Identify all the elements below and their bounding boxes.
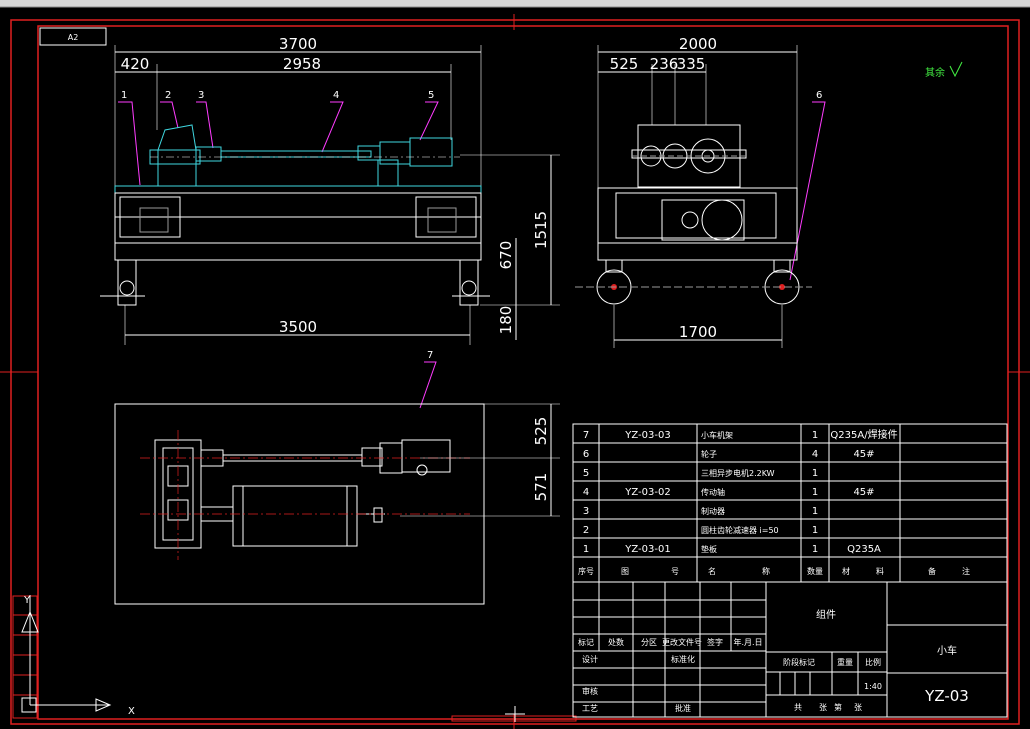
- drawing-number: YZ-03: [924, 687, 969, 705]
- balloon-2: 2: [165, 90, 171, 101]
- bom-row-code: YZ-03-03: [624, 430, 670, 441]
- bom-row-no: 2: [583, 525, 589, 536]
- bom-row-material: 45#: [853, 449, 874, 460]
- rev-col-zone: 分区: [641, 638, 657, 647]
- title-group: 组件: [816, 608, 836, 621]
- side-view: 2000 525 236 335 6 1700: [575, 35, 826, 348]
- rev-col-count: 处数: [608, 637, 624, 647]
- role-process: 工艺: [582, 704, 598, 713]
- bom-row-no: 4: [583, 487, 589, 498]
- bom-row-qty: 1: [812, 487, 818, 498]
- weight-label: 重量: [837, 657, 853, 667]
- bom-row-no: 5: [583, 468, 589, 479]
- balloon-3: 3: [198, 90, 204, 101]
- sheet-count-d: 张: [854, 703, 862, 712]
- stage-mark-label: 阶段标记: [783, 657, 815, 667]
- bom-row-no: 1: [583, 544, 589, 555]
- dim-side-d2: 236: [650, 55, 679, 73]
- bom-header-qty: 数量: [807, 566, 823, 576]
- sheet-count-b: 张: [819, 703, 827, 712]
- ucs-x-label: X: [128, 706, 135, 717]
- sheet-border: [0, 14, 1030, 729]
- dim-span: 2958: [283, 55, 321, 73]
- role-approve: 批准: [675, 703, 691, 713]
- balloon-6: 6: [816, 90, 822, 101]
- bom-row-qty: 1: [812, 506, 818, 517]
- bom-row-name: 圆柱齿轮减速器 i=50: [701, 525, 779, 535]
- bom-row-name: 垫板: [701, 544, 717, 554]
- crosshair-cursor: [505, 706, 525, 722]
- rev-col-mark: 标记: [578, 637, 594, 647]
- bom-row-no: 3: [583, 506, 589, 517]
- sheet-size-tag: [39, 27, 107, 46]
- dim-track: 1700: [679, 323, 717, 341]
- bom-row-name: 轮子: [701, 449, 717, 459]
- dim-left-offset: 420: [121, 55, 150, 73]
- scale-label: 比例: [865, 657, 881, 667]
- bom-table: 7 YZ-03-03 小车机架 1 Q235A/焊接件 6 轮子 4 45# 5…: [572, 423, 1008, 583]
- bom-row-code: YZ-03-02: [624, 487, 670, 498]
- bom-header-material: 材: [842, 566, 850, 576]
- ucs-y-label: Y: [23, 595, 31, 606]
- bom-row-name: 小车机架: [701, 430, 733, 440]
- bom-header-name: 称: [762, 566, 770, 576]
- bom-row-material: 45#: [853, 487, 874, 498]
- front-view: 3700 420 2958 1 2 3 4 5: [100, 35, 560, 345]
- toolbar-strip: [0, 0, 1030, 7]
- bom-row-name: 传动轴: [701, 487, 725, 497]
- bom-row-qty: 1: [812, 544, 818, 555]
- plan-view: 7 525 571: [114, 350, 560, 605]
- bom-header-name: 名: [708, 566, 716, 576]
- role-design: 设计: [582, 654, 598, 664]
- rev-col-doc: 更改文件号: [662, 637, 702, 647]
- bom-header-code: 图: [621, 567, 629, 576]
- balloon-5: 5: [428, 90, 434, 101]
- left-strip: [12, 595, 38, 719]
- ucs-icon: Y X: [21, 595, 135, 717]
- bom-header-no: 序号: [578, 566, 594, 576]
- bom-row-qty: 4: [812, 449, 818, 460]
- sheet-size-label: A2: [68, 33, 79, 42]
- bom-row-material: Q235A/焊接件: [830, 428, 897, 441]
- dim-mid-height: 670: [497, 241, 515, 270]
- dim-base-height: 180: [497, 306, 515, 335]
- product-name: 小车: [937, 644, 957, 657]
- role-standard: 标准化: [671, 654, 695, 664]
- bom-row-qty: 1: [812, 525, 818, 536]
- bom-header-material: 料: [876, 566, 884, 576]
- title-block: 标记 处数 分区 更改文件号 签字 年.月.日 设计 标准化 审核 工艺 批准 …: [572, 581, 1008, 718]
- dim-plan-lower: 571: [532, 473, 550, 502]
- scale-value: 1:40: [864, 682, 882, 691]
- dim-wheel-base: 3500: [279, 318, 317, 336]
- bom-header-note: 注: [962, 566, 970, 576]
- bom-header-code: 号: [671, 567, 679, 576]
- balloon-7: 7: [427, 350, 433, 361]
- bom-row-no: 7: [583, 430, 589, 441]
- dim-plan-upper: 525: [532, 417, 550, 446]
- bom-row-qty: 1: [812, 468, 818, 479]
- rev-col-sign: 签字: [707, 637, 723, 647]
- bom-row-name: 三相异步电机2.2KW: [701, 468, 775, 478]
- dim-side-overall: 2000: [679, 35, 717, 53]
- dim-height: 1515: [532, 211, 550, 249]
- balloon-1: 1: [121, 90, 127, 101]
- bom-header-note: 备: [928, 566, 936, 576]
- dim-overall-length: 3700: [279, 35, 317, 53]
- balloon-4: 4: [333, 90, 339, 101]
- bom-row-name: 制动器: [701, 506, 725, 516]
- bom-row-material: Q235A: [847, 544, 881, 555]
- roughness-note: 其余: [925, 66, 945, 79]
- bom-row-code: YZ-03-01: [624, 544, 670, 555]
- dim-side-d1: 525: [610, 55, 639, 73]
- sheet-count-c: 第: [834, 702, 842, 712]
- role-review: 审核: [582, 686, 598, 696]
- bom-row-no: 6: [583, 449, 589, 460]
- roughness-symbol-icon: [949, 61, 963, 78]
- rev-col-date: 年.月.日: [733, 637, 762, 647]
- sheet-count-a: 共: [794, 703, 802, 712]
- bom-row-qty: 1: [812, 430, 818, 441]
- dim-side-d3: 335: [677, 55, 706, 73]
